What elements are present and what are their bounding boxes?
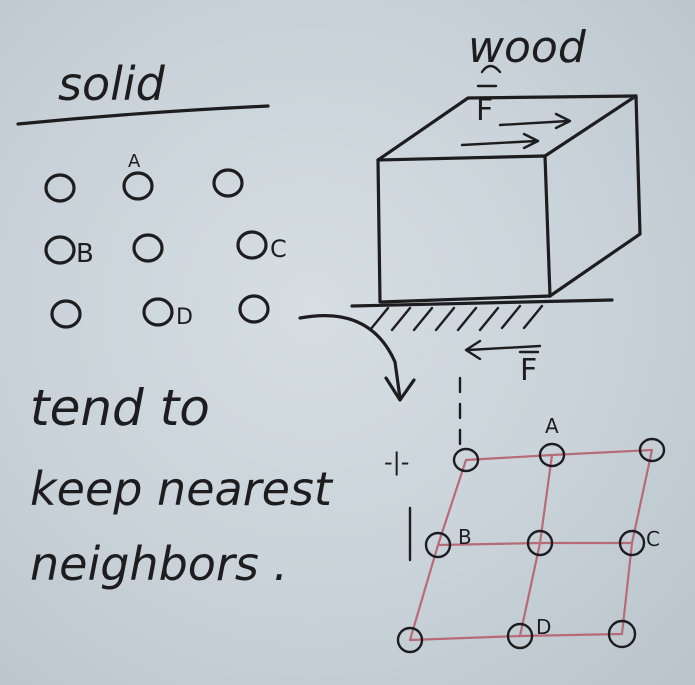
atom-a [122, 171, 154, 201]
lattice-node-a [538, 442, 566, 468]
atom-c [236, 230, 268, 260]
block-front-face [376, 154, 552, 304]
heading-underline [16, 104, 270, 126]
atom-label-a: A [128, 151, 141, 172]
lattice-node [526, 529, 554, 557]
caption-line-1: tend to [30, 379, 210, 437]
transition-arrow [298, 314, 402, 400]
material-label: wood [468, 22, 587, 73]
lattice-label-a: A [545, 414, 559, 438]
lattice-node-d [506, 622, 534, 650]
force-top-arrow-1 [498, 112, 572, 130]
caption-line-3: neighbors . [30, 537, 288, 591]
lattice-label-c: C [646, 527, 660, 551]
lattice-col-left [408, 458, 468, 642]
wood-block [376, 94, 642, 304]
sheared-lattice [396, 437, 666, 654]
atom [132, 233, 164, 263]
lattice-label-b: B [458, 525, 472, 549]
ground-line [350, 298, 614, 308]
transition-arrowhead [384, 376, 416, 402]
lattice-row-top [464, 448, 654, 462]
material-underline-mark [480, 64, 502, 74]
lattice-row-bottom [408, 632, 624, 642]
solid-atom-grid [44, 168, 270, 329]
block-top-face [376, 94, 638, 162]
force-top-arrow-2 [460, 132, 540, 150]
lattice-node-b [424, 531, 452, 559]
caption-line-2: keep nearest [30, 462, 334, 516]
atom [50, 299, 82, 329]
atom [212, 168, 244, 198]
force-top-label: F [476, 93, 493, 128]
lattice-node [396, 626, 424, 654]
block-side-face [548, 94, 642, 298]
atom-label-d: D [176, 305, 193, 330]
lattice-col-middle [518, 453, 554, 638]
atom-b [44, 235, 76, 265]
atom-label-b: B [76, 239, 94, 269]
ground-hatching [368, 304, 544, 332]
lattice-node-c [618, 529, 646, 557]
lattice-tick-mark: -|- [384, 448, 409, 476]
atom-d [142, 297, 174, 327]
lattice-node [638, 437, 666, 463]
lattice-col-right [620, 448, 654, 636]
ground [350, 298, 614, 332]
atom-label-c: C [270, 235, 287, 263]
lattice-node [607, 619, 637, 649]
lattice-node [452, 447, 480, 473]
force-bottom-arrow [464, 339, 542, 361]
atom [44, 173, 76, 203]
atom [238, 294, 270, 324]
lattice-label-d: D [536, 615, 551, 639]
force-bottom-label: F [520, 353, 537, 388]
heading-text: solid [58, 57, 166, 111]
